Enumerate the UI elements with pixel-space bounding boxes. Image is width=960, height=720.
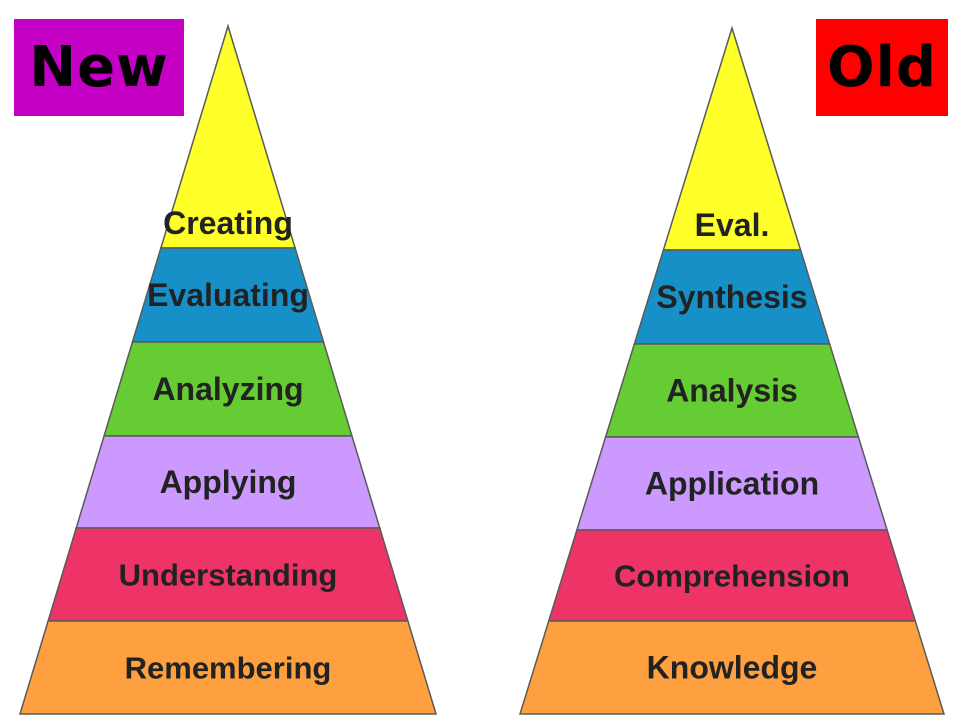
- old-layer-label-1: Eval.: [695, 207, 770, 243]
- new-layer-label-3: Analyzing: [152, 371, 303, 407]
- new-layer-label-6: Remembering: [125, 651, 332, 686]
- new-layer-label-4: Applying: [160, 464, 297, 500]
- old-pyramid: Eval. SynthesisAnalysisApplicationCompreh…: [518, 25, 946, 715]
- new-layer-label-1: Creating: [163, 205, 293, 241]
- old-layer-label-4: Application: [645, 466, 819, 502]
- old-label: Old: [816, 19, 948, 116]
- old-layer-label-3: Analysis: [666, 373, 798, 409]
- old-layer-label-6: Knowledge: [647, 650, 818, 686]
- old-layer-6: [518, 620, 946, 715]
- new-layer-label-5: Understanding: [119, 558, 338, 593]
- new-layer-label-2: Evaluating: [147, 277, 309, 313]
- old-layer-label-5: Comprehension: [614, 559, 850, 594]
- new-pyramid: CreatingEvaluatingAnalyzingApplyingUnder…: [18, 23, 438, 715]
- new-label: New: [14, 19, 184, 116]
- old-layer-label-2: Synthesis: [656, 279, 807, 315]
- new-layer-6: [18, 620, 438, 715]
